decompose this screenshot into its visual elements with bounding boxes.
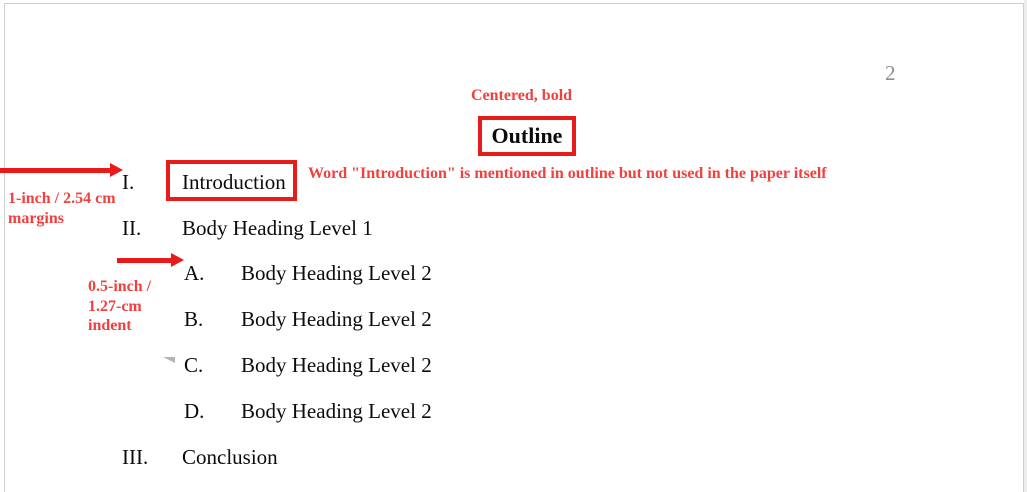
annotation-introduction-note: Word "Introduction" is mentioned in outl… — [308, 165, 827, 182]
arrow-head — [110, 163, 123, 177]
outline-marker: B. — [184, 307, 204, 331]
collapse-triangle-icon[interactable] — [163, 357, 175, 369]
outline-marker: A. — [184, 261, 205, 285]
outline-marker: I. — [122, 170, 135, 194]
outline-marker: C. — [184, 353, 204, 377]
annotation-indent: 0.5-inch / 1.27-cm indent — [88, 278, 152, 335]
arrow-margins — [0, 163, 123, 177]
outline-text: Body Heading Level 2 — [241, 399, 432, 423]
outline-marker: D. — [184, 399, 205, 423]
page-number: 2 — [885, 61, 896, 85]
page-edge-top — [4, 3, 1024, 4]
page-outside-shade — [1024, 0, 1027, 492]
arrow-indent — [117, 253, 184, 267]
highlight-box-title — [478, 116, 576, 156]
outline-text: Conclusion — [182, 445, 278, 469]
arrow-shaft — [0, 168, 111, 173]
outline-marker: II. — [122, 216, 142, 240]
outline-text: Body Heading Level 2 — [241, 307, 432, 331]
page-edge-right — [1023, 3, 1024, 492]
annotation-margins: 1-inch / 2.54 cm margins — [8, 190, 116, 227]
outline-marker: III. — [122, 445, 149, 469]
document-title: Outline — [491, 123, 563, 148]
annotation-centered-bold: Centered, bold — [471, 87, 573, 104]
outline-text: Body Heading Level 2 — [241, 261, 432, 285]
arrow-shaft — [117, 258, 172, 263]
outline-text: Introduction — [182, 170, 286, 194]
outline-text: Body Heading Level 1 — [182, 216, 373, 240]
page-edge-left — [4, 3, 5, 492]
outline-text: Body Heading Level 2 — [241, 353, 432, 377]
highlight-box-introduction — [166, 160, 297, 201]
arrow-head — [171, 253, 184, 267]
